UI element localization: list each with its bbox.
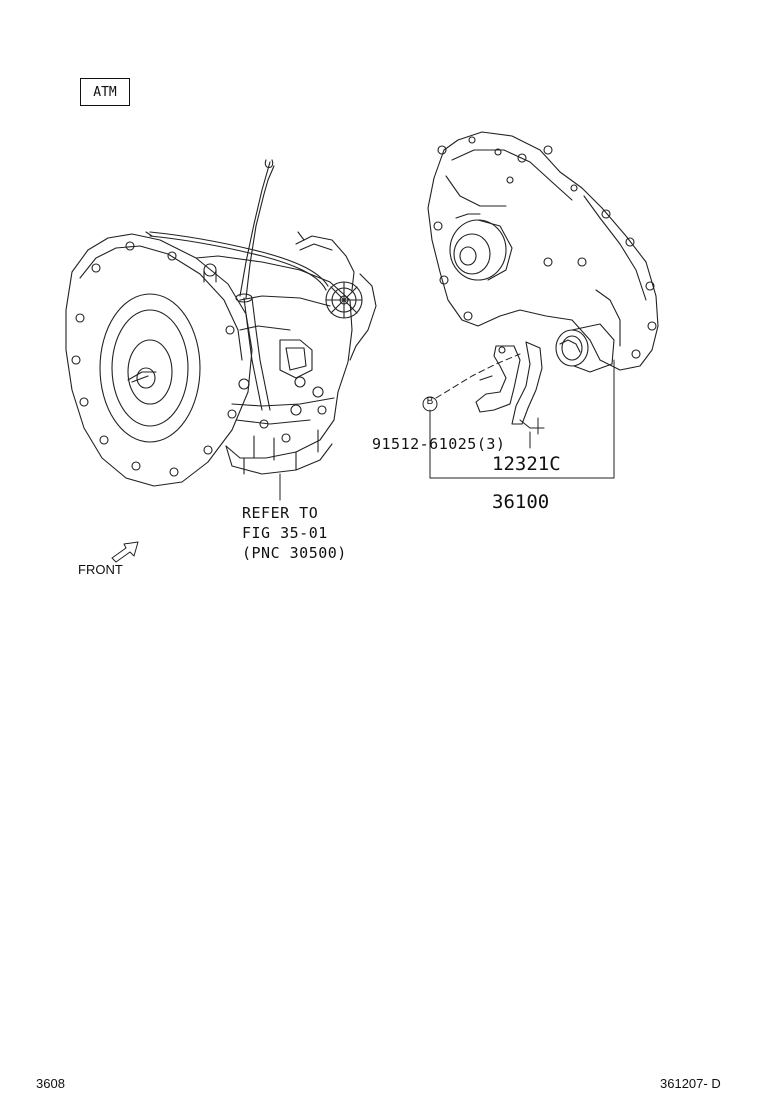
pnc-reference: (PNC 30500)	[242, 544, 347, 562]
figure-reference: FIG 35-01	[242, 524, 328, 542]
bolt-part-number: 91512-61025(3)	[372, 435, 506, 453]
atm-badge: ATM	[80, 78, 130, 106]
transaxle-case-drawing	[422, 131, 659, 479]
assembly-part-number: 36100	[492, 491, 550, 513]
front-arrow-icon	[111, 541, 139, 563]
footer-left-code: 3608	[36, 1076, 65, 1091]
marker-b: B	[426, 396, 434, 407]
cover-part-number: 12321C	[492, 453, 561, 475]
front-label: FRONT	[78, 562, 123, 577]
atm-badge-text: ATM	[93, 84, 117, 100]
footer-right-code: 361207- D	[660, 1076, 721, 1091]
refer-to-label: REFER TO	[242, 504, 319, 522]
transaxle-assembly-drawing	[65, 159, 377, 501]
